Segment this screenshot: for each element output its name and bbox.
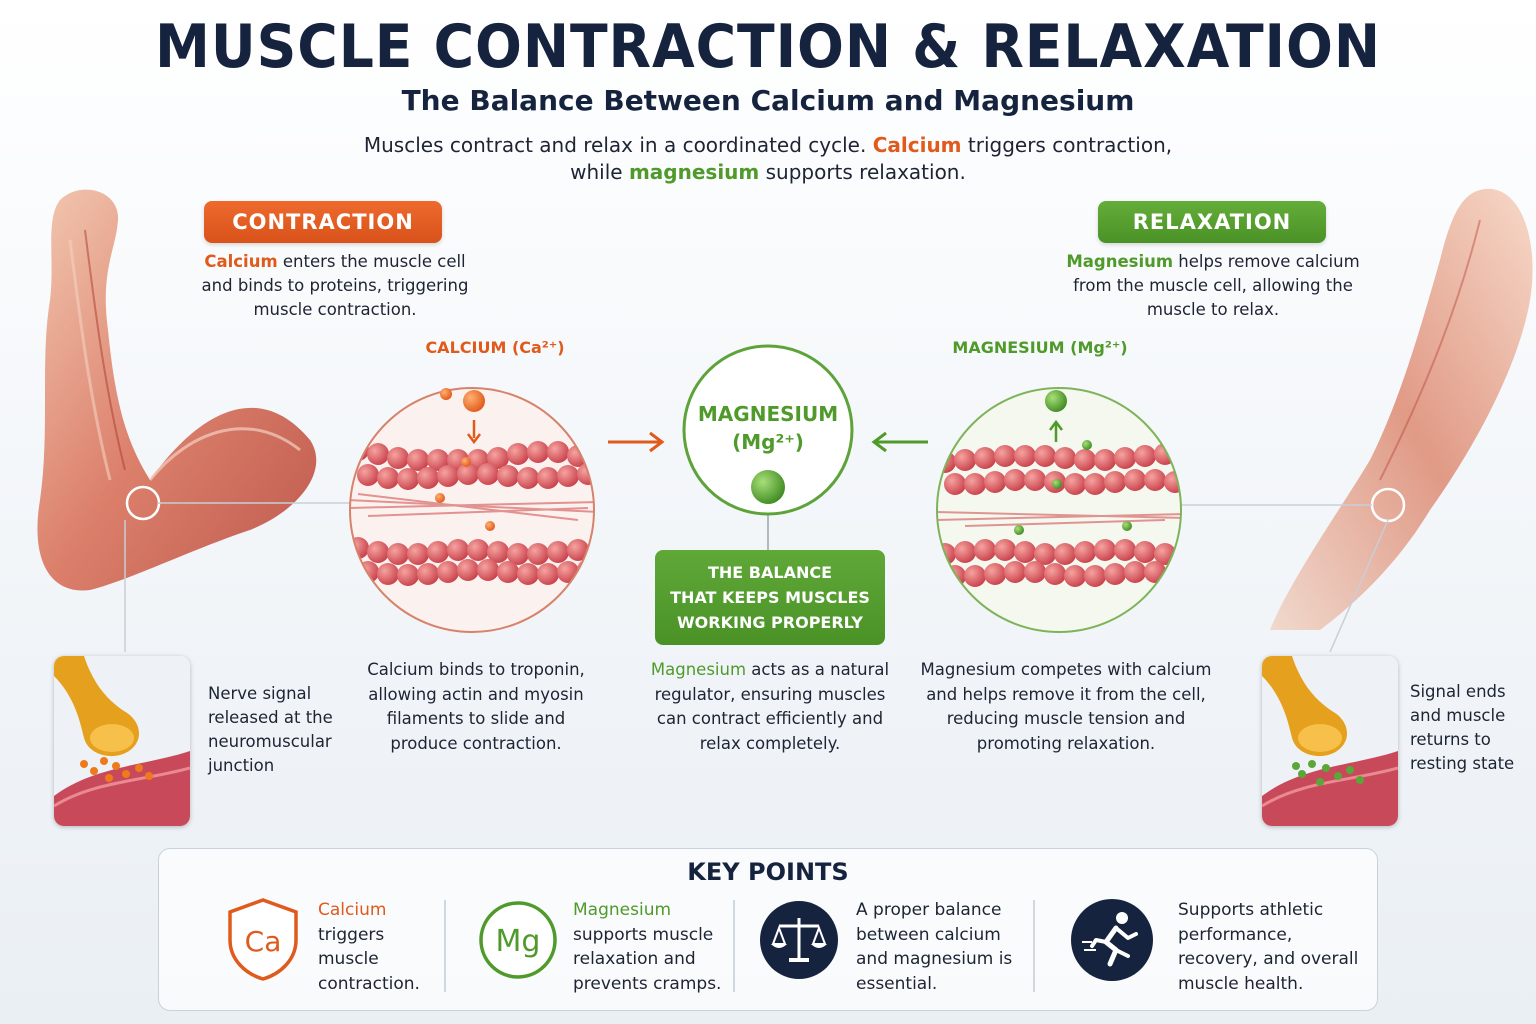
relaxation-badge: RELAXATION: [1098, 201, 1326, 243]
relaxation-filament-circle: [936, 387, 1182, 633]
signal-ends-text: Signal ends and muscle returns to restin…: [1410, 682, 1515, 773]
key-point-magnesium-highlight: Magnesium: [573, 900, 672, 920]
balance-scale-icon: [760, 901, 838, 979]
magnesium-center-circle: [682, 344, 854, 516]
intro-part: while: [570, 160, 629, 184]
regulator-highlight: Magnesium: [650, 660, 747, 679]
divider: [444, 900, 446, 992]
intro-text: Muscles contract and relax in a coordina…: [318, 132, 1218, 186]
intro-magnesium: magnesium: [628, 160, 760, 184]
key-point-calcium-highlight: Calcium: [318, 900, 387, 920]
magnesium-center-line2: (Mg²⁺): [732, 430, 804, 454]
balance-line2: THAT KEEPS MUSCLES: [670, 588, 870, 607]
balance-line1: THE BALANCE: [707, 563, 833, 582]
runner-icon: [1071, 899, 1153, 981]
contraction-filament-circle: [349, 387, 595, 633]
divider: [1033, 900, 1035, 992]
arrow-left-icon: [871, 431, 928, 453]
contraction-description: Calcium enters the muscle cell and binds…: [190, 250, 480, 322]
intro-part: triggers contraction,: [961, 133, 1173, 157]
magnesium-symbol: Mg: [496, 924, 541, 959]
intro-part: Muscles contract and relax in a coordina…: [363, 133, 873, 157]
regulator-rest: acts as a natural regulator, ensuring mu…: [654, 660, 890, 753]
page-subtitle: The Balance Between Calcium and Magnesiu…: [401, 84, 1135, 117]
contraction-mechanism-text: Calcium binds to troponin, allowing acti…: [367, 660, 585, 753]
key-point-calcium-text: triggers muscle contraction.: [318, 924, 420, 994]
contraction-badge: CONTRACTION: [204, 201, 442, 243]
divider: [733, 900, 735, 992]
magnesium-ion-label: MAGNESIUM (Mg²⁺): [952, 338, 1128, 357]
flexed-arm-illustration: [37, 189, 317, 591]
key-points-title: KEY POINTS: [687, 858, 849, 886]
intro-part: supports relaxation.: [759, 160, 966, 184]
calcium-ion-label: CALCIUM (Ca²⁺): [425, 338, 565, 357]
contraction-desc-rest: enters the muscle cell and binds to prot…: [201, 252, 469, 319]
magnesium-center-line1: MAGNESIUM: [697, 402, 839, 426]
balance-callout: THE BALANCE THAT KEEPS MUSCLES WORKING P…: [655, 550, 885, 645]
relaxation-mechanism-text: Magnesium competes with calcium and help…: [920, 660, 1212, 753]
relaxation-desc-rest: helps remove calcium from the muscle cel…: [1073, 252, 1360, 319]
contraction-desc-highlight: Calcium: [204, 252, 278, 271]
regulator-text: Magnesium acts as a natural regulator, e…: [648, 658, 892, 756]
page-title: MUSCLE CONTRACTION & RELAXATION: [155, 12, 1381, 82]
magnesium-center-label: MAGNESIUM (Mg²⁺): [680, 400, 856, 456]
relaxation-description: Magnesium helps remove calcium from the …: [1050, 250, 1376, 322]
relaxation-desc-highlight: Magnesium: [1066, 252, 1174, 271]
key-point-calcium: Calcium triggers muscle contraction.: [318, 898, 438, 996]
arrow-right-icon: [608, 431, 665, 453]
balance-line3: WORKING PROPERLY: [677, 613, 863, 632]
magnesium-circle-icon: Mg: [479, 901, 557, 979]
nerve-signal-text: Nerve signal released at the neuromuscul…: [208, 684, 333, 775]
key-point-balance: A proper balance between calcium and mag…: [856, 900, 1013, 994]
intro-calcium: Calcium: [872, 133, 962, 157]
calcium-symbol: Ca: [245, 925, 282, 958]
key-point-performance: Supports athletic performance, recovery,…: [1178, 900, 1359, 994]
key-point-magnesium-text: supports muscle relaxation and prevents …: [573, 924, 722, 994]
resting-junction-image: [1262, 656, 1398, 826]
neuromuscular-junction-image: [54, 656, 190, 826]
calcium-shield-icon: Ca: [228, 898, 298, 981]
key-point-magnesium: Magnesium supports muscle relaxation and…: [573, 898, 733, 996]
